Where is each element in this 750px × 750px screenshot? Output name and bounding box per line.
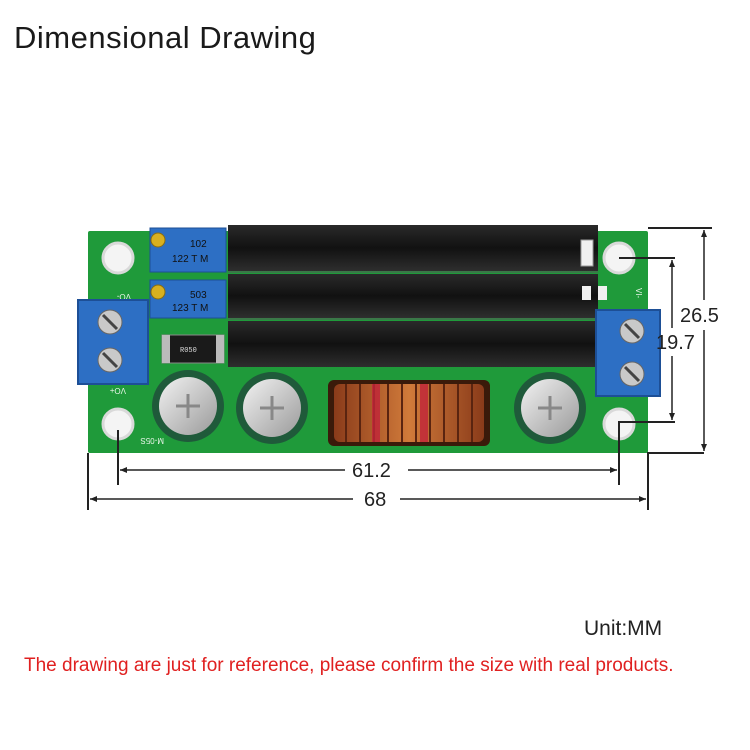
dim-board-width: 68 (364, 489, 386, 511)
silk-input-label: VI- (634, 288, 643, 299)
smd-part-2 (598, 286, 607, 300)
pot1-sub: 122 T M (172, 254, 208, 265)
adjust-screw-icon (150, 284, 166, 300)
pot1-code: 102 (190, 239, 207, 250)
inductor-coil (328, 380, 490, 446)
heatsink-fin-2 (228, 274, 598, 318)
dim-board-height: 26.5 (680, 305, 719, 327)
silk-output-label: VO- (116, 292, 131, 301)
reference-note: The drawing are just for reference, plea… (24, 655, 674, 676)
capacitor-1 (152, 370, 224, 442)
ext-line-68-right (647, 452, 704, 510)
heatsink-fin-1 (228, 225, 598, 271)
input-terminal-block[interactable] (595, 309, 661, 397)
silk-out-plus-label: VO+ (109, 386, 126, 395)
heatsink-fin-3 (228, 321, 598, 367)
pot2-sub: 123 T M (172, 303, 208, 314)
resistor-code: R050 (180, 347, 197, 355)
capacitor-2 (236, 372, 308, 444)
adjust-screw-icon (150, 232, 166, 248)
pot2-code: 503 (190, 290, 207, 301)
output-terminal-block[interactable] (77, 299, 149, 385)
smd-part-1 (582, 286, 591, 300)
dim-hole-spacing-height: 19.7 (656, 332, 695, 354)
sense-resistor: R050 (161, 334, 225, 364)
mount-hole-top-left (101, 241, 135, 275)
heatsink (228, 225, 598, 367)
page-title: Dimensional Drawing (14, 20, 317, 55)
dim-hole-spacing-width: 61.2 (352, 460, 391, 482)
capacitor-3 (514, 372, 586, 444)
pcb-board: VO- VI- VO+ M-05S 102 122 T M 503 123 T … (77, 225, 661, 453)
potentiometer-1: 102 122 T M (149, 227, 227, 273)
ext-line-61-right (618, 421, 675, 485)
silk-model-label: M-05S (140, 436, 164, 445)
unit-label: Unit:MM (584, 617, 663, 640)
smd-led (580, 239, 594, 267)
dimension-lines (87, 227, 712, 510)
potentiometer-2: 503 123 T M (149, 279, 227, 319)
